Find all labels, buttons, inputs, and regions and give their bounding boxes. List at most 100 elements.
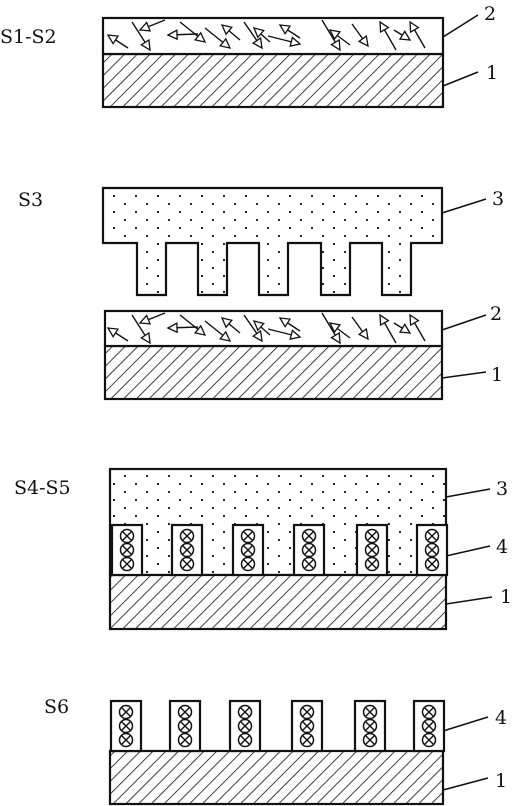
otimes-cross	[303, 544, 315, 556]
arrow-head	[328, 29, 342, 41]
step-s4-s5: S4-S5 3 4 1	[14, 467, 512, 631]
step-label-s4-s5: S4-S5	[14, 477, 71, 499]
otimes-cross	[179, 720, 191, 732]
stamp-mold-3	[108, 467, 448, 577]
otimes-cross	[120, 720, 132, 732]
otimes-cross	[242, 544, 254, 556]
otimes-cross	[121, 530, 133, 542]
arrow-head	[166, 322, 178, 334]
step-s3: S3 3 2 1	[18, 186, 504, 401]
otimes-cross	[239, 720, 251, 732]
arrow-head	[218, 37, 232, 49]
callout-1: 1	[495, 770, 507, 792]
otimes-cross	[364, 720, 376, 732]
substrate-layer-1	[103, 344, 444, 401]
arrow-head	[409, 313, 420, 327]
step-label-s1-s2: S1-S2	[0, 26, 57, 48]
arrow-head	[357, 34, 369, 48]
arrow-head	[330, 38, 341, 52]
otimes-cross	[301, 734, 313, 746]
arrow-head	[106, 327, 120, 338]
otimes-cross	[364, 734, 376, 746]
callout-2: 2	[490, 303, 502, 325]
otimes-cross	[366, 530, 378, 542]
leader-line-1	[442, 777, 489, 791]
arrow-head	[138, 21, 152, 32]
leader-line-1	[442, 71, 479, 87]
otimes-cross	[303, 558, 315, 570]
otimes-cross	[301, 706, 313, 718]
callout-2: 2	[484, 3, 496, 25]
otimes-cross	[364, 706, 376, 718]
otimes-cross	[242, 530, 254, 542]
arrow-head	[220, 24, 233, 36]
arrow-head	[379, 313, 390, 327]
otimes-cross	[423, 734, 435, 746]
arrow-head	[398, 30, 412, 41]
arrow-head	[289, 329, 302, 341]
arrow-head	[330, 331, 341, 345]
arrow-head	[138, 314, 152, 325]
arrow-head	[140, 38, 151, 52]
otimes-cross	[366, 558, 378, 570]
random-arrows-group	[106, 19, 426, 52]
step-s1-s2: S1-S2 2 1	[0, 3, 498, 109]
step-s6: S6 4 1	[44, 696, 507, 806]
otimes-cross	[423, 706, 435, 718]
arrow-head	[289, 36, 302, 48]
arrow-head	[278, 317, 292, 328]
arrow-head	[328, 322, 342, 334]
step-label-s6: S6	[44, 696, 69, 718]
stamp-mold-3	[101, 186, 444, 297]
arrow-head	[278, 24, 292, 35]
otimes-cross	[239, 734, 251, 746]
otimes-cross	[426, 558, 438, 570]
callout-4: 4	[496, 536, 508, 558]
leader-line-2	[442, 14, 479, 38]
otimes-cross	[303, 530, 315, 542]
arrow-head	[106, 34, 120, 45]
otimes-cross	[181, 558, 193, 570]
arrow-head	[166, 29, 178, 41]
callout-1: 1	[491, 364, 503, 386]
pillar-group-4	[109, 699, 446, 753]
arrow-head	[379, 20, 390, 34]
substrate-layer-1	[108, 749, 445, 806]
leader-line-4	[445, 545, 491, 557]
arrow-head	[409, 20, 420, 34]
otimes-cross	[366, 544, 378, 556]
random-arrows-group	[106, 312, 426, 345]
leader-line-1	[441, 371, 487, 379]
arrow-head	[398, 323, 412, 334]
otimes-cross	[121, 544, 133, 556]
film-layer-2	[103, 309, 444, 348]
leader-line-2	[441, 314, 487, 331]
arrow-head	[252, 320, 265, 332]
otimes-cross	[426, 544, 438, 556]
leader-line-3	[441, 198, 487, 214]
otimes-cross	[242, 558, 254, 570]
film-layer-2	[101, 16, 445, 56]
otimes-cross	[179, 706, 191, 718]
callout-1: 1	[486, 62, 498, 84]
callout-3: 3	[496, 478, 508, 500]
arrow-head	[357, 327, 369, 341]
pillar-group-4	[110, 523, 449, 577]
step-label-s3: S3	[18, 189, 43, 211]
otimes-cross	[179, 734, 191, 746]
leader-line-3	[445, 488, 491, 498]
arrow-head	[140, 331, 151, 345]
otimes-cross	[181, 544, 193, 556]
substrate-layer-1	[108, 573, 448, 631]
leader-line-1	[445, 596, 493, 605]
callout-1: 1	[500, 586, 512, 608]
callout-4: 4	[495, 707, 507, 729]
otimes-cross	[239, 706, 251, 718]
arrow-head	[218, 330, 232, 342]
arrow-head	[193, 324, 207, 336]
otimes-cross	[120, 706, 132, 718]
arrow-head	[251, 329, 263, 343]
leader-line-4	[442, 716, 489, 732]
otimes-cross	[181, 530, 193, 542]
